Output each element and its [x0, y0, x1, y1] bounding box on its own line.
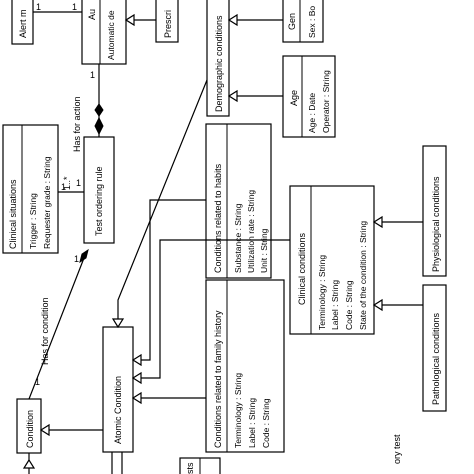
class-family-history-attr3: Code : String	[261, 398, 271, 448]
generalization-arrow	[372, 298, 383, 312]
class-demographic-conditions: Demographic conditions	[206, 0, 230, 117]
generalization-arrow	[131, 391, 142, 405]
generalization-age	[227, 89, 283, 103]
class-clinical-conditions-attr3: Code : String	[344, 280, 354, 330]
generalization-physiological	[372, 215, 423, 229]
composition-diamond	[94, 116, 104, 136]
composition-diamond	[79, 248, 89, 264]
mult-action: 1	[90, 70, 95, 80]
class-test-ordering-rule-name: Test ordering rule	[94, 166, 104, 236]
class-habits-name: Conditions related to habits	[213, 163, 223, 273]
generalization-clinical	[131, 239, 290, 385]
generalization-atomic-condition	[39, 423, 103, 437]
assoc-has-for-action	[94, 64, 104, 137]
class-family-history-name: Conditions related to family history	[213, 310, 223, 448]
class-clinical-situations-name: Clinical situations	[8, 179, 18, 249]
class-habits-attr3: Unit : String	[259, 228, 269, 273]
class-ory-test: ory test	[392, 434, 402, 464]
label-has-for-condition: Has for condition	[40, 297, 50, 365]
class-clinical-situations-attr2: Requester grade : String	[42, 156, 52, 249]
class-condition-name: Condition	[25, 410, 35, 448]
generalization-arrow	[124, 13, 135, 27]
generalization-prescri	[124, 13, 156, 27]
class-demographic-name: Demographic conditions	[214, 15, 224, 112]
mult-rule: 1..*	[62, 176, 72, 190]
class-physiological-name: Physiological conditions	[431, 176, 441, 272]
class-family-history-attr2: Label : String	[247, 398, 257, 448]
generalization-arrow	[39, 423, 50, 437]
class-family-history-attr1: Terminology : String	[233, 373, 243, 448]
generalization-family	[131, 391, 206, 405]
class-alert-name: Alert m	[18, 9, 28, 38]
generalization-arrow	[227, 89, 238, 103]
class-condition: Condition	[16, 398, 42, 454]
class-clinical-conditions-attr2: Label : String	[330, 280, 340, 330]
generalization-demographic	[111, 79, 208, 329]
class-clinical-conditions-name: Clinical conditions	[297, 232, 307, 305]
mult-automatic: 1	[72, 2, 77, 12]
class-ory-test-name: ory test	[392, 434, 402, 464]
class-atomic-condition: Atomic Condition	[102, 326, 134, 453]
class-clinical-conditions-attr1: Terminology : String	[317, 255, 327, 330]
generalization-arrow	[111, 318, 125, 329]
class-gender: Gen Sex : Bo	[282, 0, 324, 43]
label-has-for-action: Has for action	[72, 96, 82, 152]
composition-diamond-2	[94, 103, 104, 117]
generalization-arrow	[131, 371, 142, 385]
class-alert: Alert m	[11, 0, 34, 45]
class-tests: sts	[179, 457, 221, 474]
generalization-arrow	[22, 458, 36, 469]
class-family-history: Conditions related to family history Ter…	[205, 279, 285, 453]
class-automatic-decision-name: Au	[87, 9, 97, 20]
class-prescri-name: Prescri	[163, 10, 173, 38]
class-automatic-decision: Au Automatic de	[81, 0, 127, 65]
class-habits-attr1: Substance : String	[233, 203, 243, 273]
class-age: Age Age : Date Operator : String	[282, 55, 336, 138]
class-gender-name: Gen	[287, 13, 297, 30]
generalization-pathological	[372, 298, 423, 312]
class-test-ordering-rule: Test ordering rule	[83, 136, 115, 244]
class-pathological: Pathological conditions	[422, 284, 447, 412]
mult-situation: 1	[61, 182, 66, 192]
mult-rule-1: 1	[76, 178, 81, 188]
class-gender-attr: Sex : Bo	[307, 6, 317, 38]
mult-rule-cond: 1	[74, 254, 79, 264]
assoc-condition-loop	[22, 452, 123, 474]
generalization-habits	[131, 199, 206, 367]
class-tests-name: sts	[185, 462, 195, 474]
assoc-has-for-condition	[28, 248, 89, 400]
class-age-name: Age	[289, 90, 299, 106]
class-clinical-situations: Clinical situations Trigger : String Req…	[2, 124, 59, 254]
class-habits: Conditions related to habits Substance :…	[205, 123, 272, 279]
class-pathological-name: Pathological conditions	[431, 312, 441, 405]
class-habits-attr2: Utilization rate : String	[246, 190, 256, 273]
class-clinical-situations-attr1: Trigger : String	[28, 193, 38, 249]
mult-condition: 1	[35, 377, 40, 387]
class-age-attr2: Operator : String	[321, 70, 331, 133]
class-clinical-conditions: Clinical conditions Terminology : String…	[289, 185, 375, 335]
generalization-arrow	[131, 353, 142, 367]
mult-alert: 1	[36, 2, 41, 12]
generalization-arrow	[227, 13, 238, 27]
class-automatic-decision-attr: Automatic de	[106, 10, 116, 60]
generalization-gender	[227, 13, 283, 27]
class-prescri: Prescri	[155, 0, 179, 43]
generalization-arrow	[372, 215, 383, 229]
class-atomic-condition-name: Atomic Condition	[113, 376, 123, 444]
class-age-attr1: Age : Date	[307, 93, 317, 133]
class-physiological: Physiological conditions	[422, 145, 447, 277]
class-clinical-conditions-attr4: State of the condition : String	[358, 221, 368, 330]
